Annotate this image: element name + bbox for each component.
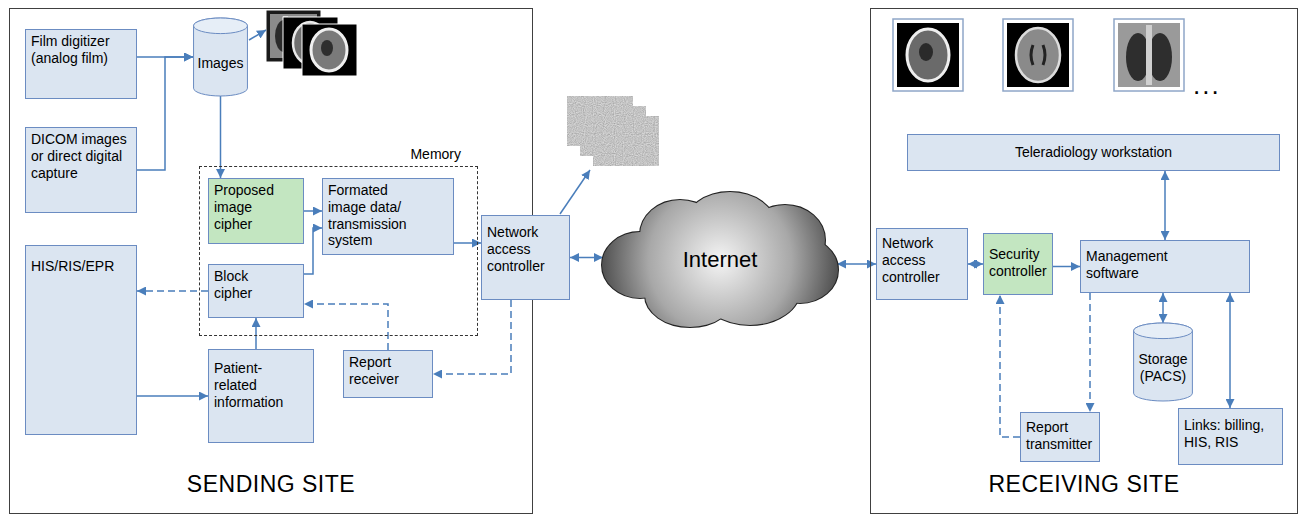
node-text: Report receiver (349, 354, 427, 388)
report-path (304, 304, 388, 350)
internet-cloud: Internet (600, 190, 840, 330)
data-flow-arrow (137, 57, 193, 170)
node-text: HIS/RIS/EPR (31, 258, 131, 275)
data-flow-arrow (255, 318, 257, 349)
data-flow-arrow (570, 257, 603, 259)
node-text: Teleradiology workstation (913, 144, 1274, 161)
node-text: Patient-related information (214, 360, 293, 410)
process-box: HIS/RIS/EPR (25, 245, 137, 435)
node-text: Block cipher (214, 268, 283, 302)
process-box: Patient-related information (208, 349, 314, 443)
data-flow-arrow (137, 395, 208, 397)
database-cylinder: Storage (PACS) (1133, 323, 1193, 401)
brain-thumbnail (1003, 19, 1073, 91)
node-text: Storage (PACS) (1133, 351, 1193, 385)
process-box: Report receiver (343, 350, 433, 398)
data-flow-arrow (1229, 293, 1231, 408)
node-text: DICOM images or direct digital capture (31, 131, 131, 181)
node-text: Management software (1086, 248, 1189, 282)
security-box: Security controller (983, 233, 1053, 295)
node-text: Proposed image cipher (214, 182, 283, 232)
cipher-box: Proposed image cipher (208, 178, 304, 244)
data-flow-arrow (1053, 266, 1080, 268)
memory-region: MemoryProposed image cipherFormated imag… (199, 166, 478, 336)
node-text: Formated image data/ transmission system (328, 182, 423, 249)
process-box: Formated image data/ transmission system (322, 178, 454, 255)
report-path (1000, 295, 1020, 437)
encrypted-images (567, 96, 659, 166)
report-path (433, 300, 511, 374)
arrow (560, 170, 590, 214)
site-panel: SENDING SITE Film digitizer (analog film)… (9, 8, 533, 514)
process-box: Report transmitter (1020, 412, 1100, 462)
region-label: Memory (410, 146, 461, 163)
medical-image-stack (266, 10, 357, 76)
ellipsis-label: ... (1193, 70, 1221, 101)
node-text: Film digitizer (analog film) (31, 33, 131, 67)
node-text: Report transmitter (1026, 419, 1094, 453)
data-flow-arrow (1164, 171, 1166, 240)
node-text: Security controller (989, 246, 1047, 280)
data-flow-arrow (968, 263, 983, 265)
process-box: Network access controller (876, 228, 968, 300)
data-flow-arrow (304, 210, 322, 212)
ct-thumbnail (893, 19, 963, 91)
process-box: DICOM images or direct digital capture (25, 127, 137, 213)
data-flow-arrow (454, 242, 481, 244)
chest-thumbnail (1114, 19, 1184, 91)
process-box: Management software (1080, 240, 1250, 293)
process-box: Network access controller (481, 215, 570, 300)
process-box: Film digitizer (analog film) (25, 29, 137, 99)
process-box: Block cipher (208, 264, 304, 318)
process-box: Teleradiology workstation (907, 134, 1280, 171)
report-path (137, 290, 208, 292)
site-title: SENDING SITE (10, 471, 532, 499)
data-flow-arrow (304, 228, 322, 274)
report-path (1089, 293, 1091, 412)
node-text: Links: billing, HIS, RIS (1184, 417, 1277, 451)
database-cylinder: Images (193, 18, 248, 96)
process-box: Links: billing, HIS, RIS (1178, 408, 1283, 465)
arrow (249, 30, 266, 40)
node-text: Internet (683, 247, 758, 273)
node-text: Network access controller (487, 224, 564, 274)
site-panel: RECEIVING SITE Teleradiology workstationN… (870, 8, 1298, 514)
node-text: Network access controller (882, 235, 962, 285)
data-flow-arrow (1162, 293, 1164, 323)
site-title: RECEIVING SITE (871, 471, 1297, 499)
node-text: Images (198, 55, 244, 72)
